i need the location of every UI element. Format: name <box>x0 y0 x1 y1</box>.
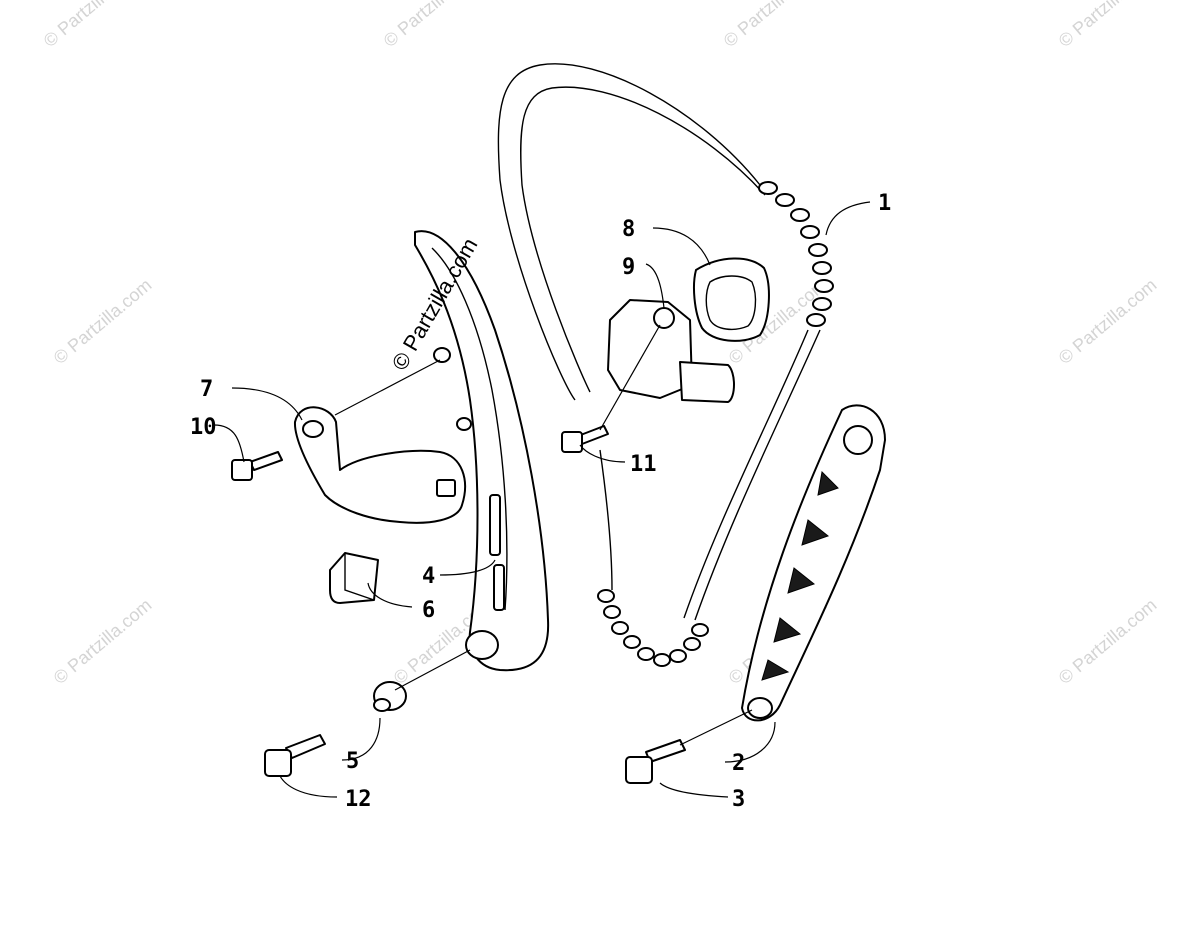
callout-9: 9 <box>622 255 635 280</box>
bolt-12 <box>264 734 326 777</box>
tensioner-guide <box>414 230 550 672</box>
clip <box>329 552 379 604</box>
callout-2: 2 <box>732 751 745 776</box>
alignment-lines <box>334 324 753 746</box>
bolt-3 <box>625 739 686 784</box>
bolt-10 <box>231 451 283 481</box>
callout-7: 7 <box>200 377 213 402</box>
bolt-11 <box>561 425 609 453</box>
watermark: © Partzilla.com <box>50 275 156 368</box>
callout-3: 3 <box>732 787 745 812</box>
callout-6: 6 <box>422 598 435 623</box>
watermark-grid: © Partzilla.com © Partzilla.com © Partzi… <box>40 0 1161 688</box>
callout-8: 8 <box>622 217 635 242</box>
chain-guide <box>741 404 886 722</box>
callout-1: 1 <box>878 191 891 216</box>
callout-labels: 1 2 3 4 5 6 7 8 9 10 11 12 <box>190 191 891 812</box>
chain-links-bottom <box>597 589 709 667</box>
watermark: © Partzilla.com <box>1055 275 1161 368</box>
tensioner-assembly <box>607 299 735 403</box>
cam-chain <box>497 63 834 667</box>
watermark: © Partzilla.com <box>1055 595 1161 688</box>
callout-11: 11 <box>630 452 657 477</box>
leader-lines <box>213 201 871 798</box>
chain-links-top <box>758 181 834 327</box>
callout-5: 5 <box>346 749 359 774</box>
watermark: © Partzilla.com <box>380 0 486 51</box>
gasket <box>693 257 770 342</box>
watermark: © Partzilla.com <box>720 0 826 51</box>
callout-10: 10 <box>190 415 217 440</box>
watermark: © Partzilla.com <box>50 595 156 688</box>
callout-12: 12 <box>345 787 372 812</box>
bracket <box>293 406 466 524</box>
watermark: © Partzilla.com <box>1055 0 1161 51</box>
callout-4: 4 <box>422 564 435 589</box>
watermark: © Partzilla.com <box>40 0 146 51</box>
